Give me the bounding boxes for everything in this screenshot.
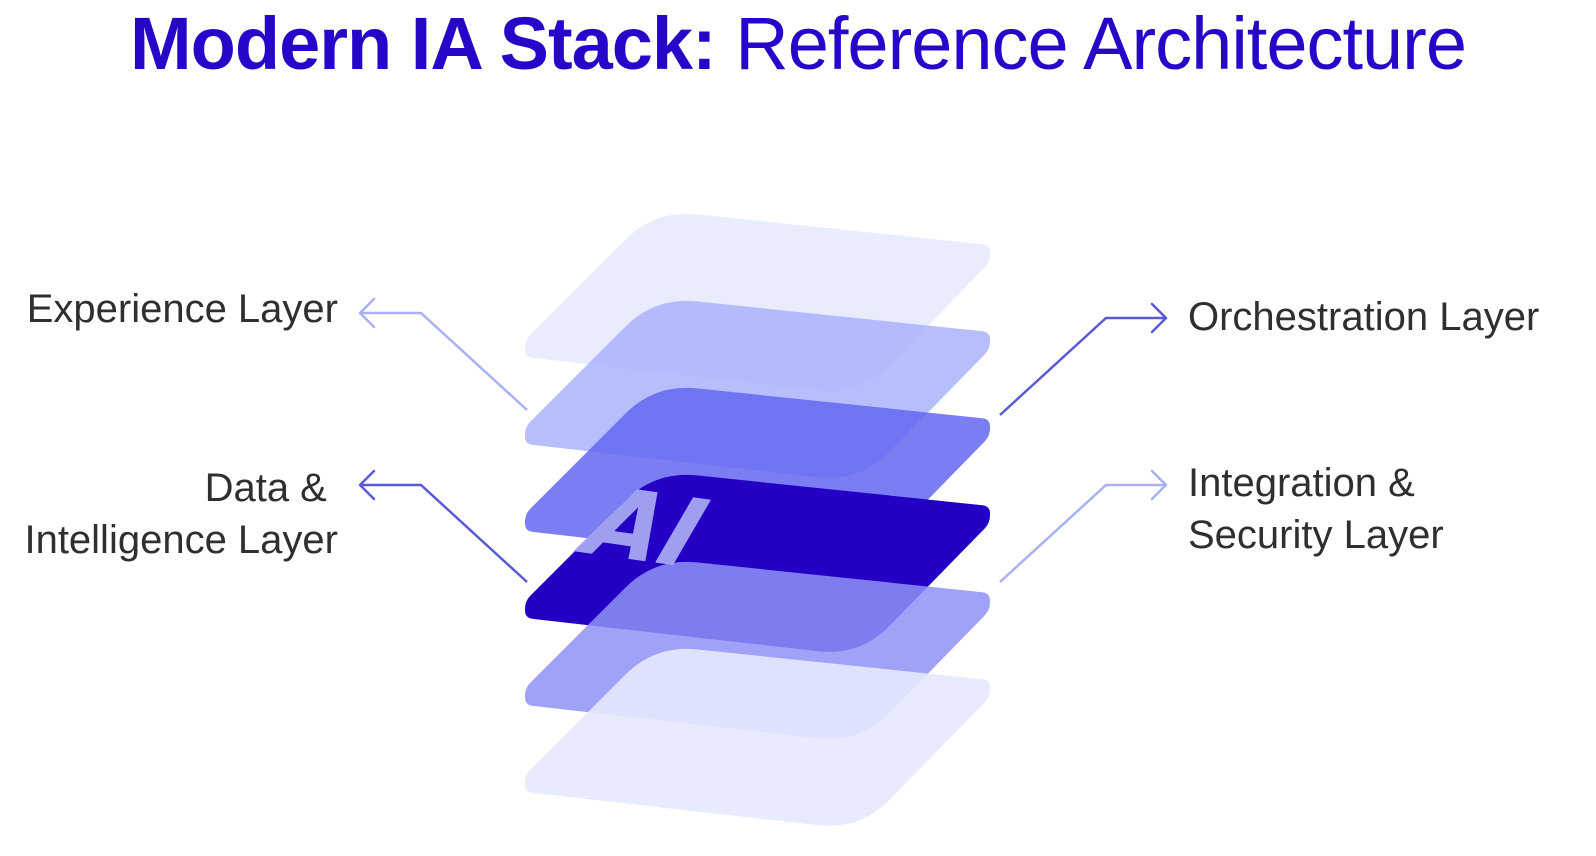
- connector-orchestration: [999, 302, 1168, 416]
- page-title: Modern IA Stack: Reference Architecture: [0, 2, 1596, 86]
- label-experience-layer: Experience Layer: [27, 287, 338, 331]
- label-integration-security-layer: Integration & Security Layer: [1188, 461, 1444, 557]
- arrowhead-icon: [1150, 469, 1168, 501]
- title-bold: Modern IA Stack:: [130, 2, 717, 85]
- label-orchestration-line-1: Orchestration Layer: [1188, 295, 1539, 339]
- label-integration-line-2: Security Layer: [1188, 513, 1444, 557]
- title-light: Reference Architecture: [735, 2, 1467, 85]
- label-data-intelligence-layer: Data & Intelligence Layer: [24, 466, 338, 562]
- connector-data-line: [360, 483, 528, 583]
- connector-integration: [999, 469, 1168, 583]
- connector-orchestration-line: [999, 316, 1166, 416]
- layer-stack: [525, 213, 990, 826]
- label-experience-line-1: Experience Layer: [27, 287, 338, 331]
- arrowhead-icon: [358, 297, 376, 329]
- label-orchestration-layer: Orchestration Layer: [1188, 295, 1539, 339]
- label-data-line-1: Data &: [205, 466, 328, 510]
- connector-lines: [358, 297, 1168, 583]
- arrowhead-icon: [1150, 302, 1168, 334]
- label-data-line-2: Intelligence Layer: [24, 518, 338, 562]
- arrowhead-icon: [358, 469, 376, 501]
- connector-experience: [358, 297, 528, 411]
- connector-data: [358, 469, 528, 583]
- label-integration-line-1: Integration &: [1188, 461, 1415, 505]
- connector-experience-line: [360, 311, 528, 411]
- connector-integration-line: [999, 483, 1166, 583]
- stack-layer-6: [525, 648, 990, 826]
